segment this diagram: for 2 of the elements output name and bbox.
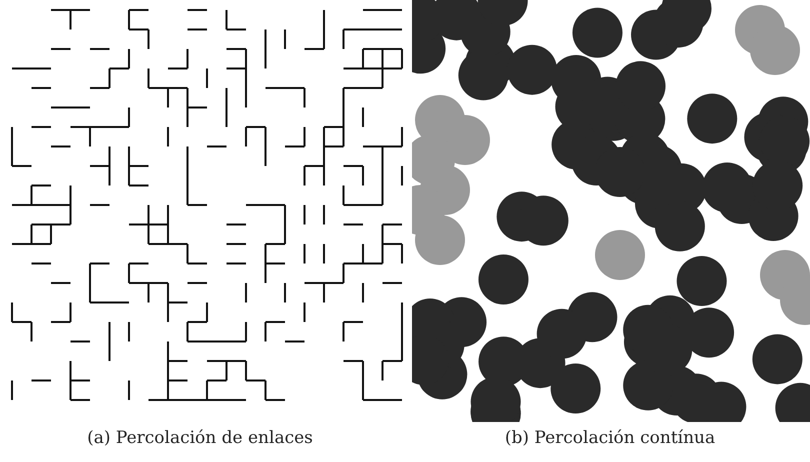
caption: (a) Percolación de enlaces <box>86 428 314 448</box>
caption: (b) Percolación contínua <box>504 428 716 448</box>
